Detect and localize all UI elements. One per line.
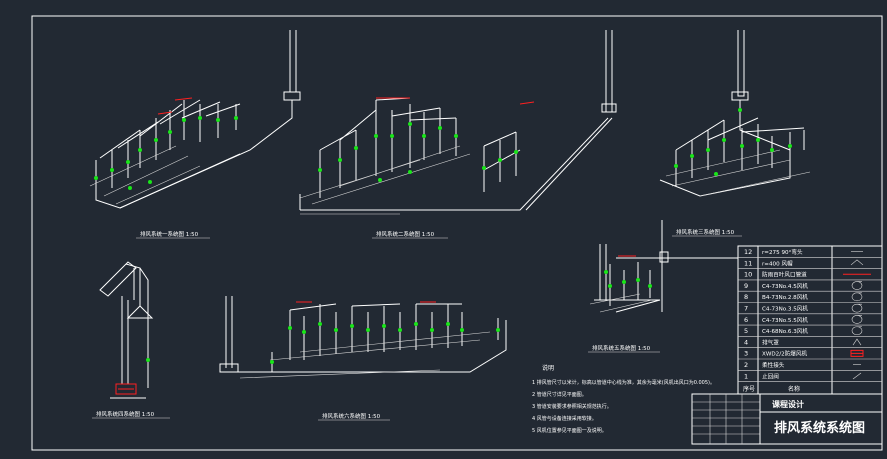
drawing-border [31, 15, 883, 451]
legend-row-name: XWD2/2防爆风机 [762, 350, 807, 358]
legend-row-name: C4-73No.5.5风机 [762, 316, 808, 324]
view-label: 排风系统一系统图 1:50 [140, 230, 199, 238]
legend-row-no: 12 [744, 248, 752, 256]
note-item: 2 管道尺寸详见平面图。 [532, 391, 587, 398]
legend-header-no: 序号 [743, 385, 755, 393]
legend-row-name: C4-73No.4.5风机 [762, 282, 808, 290]
view-label: 排风系统二系统图 1:50 [376, 230, 435, 238]
legend-row-no: 10 [744, 271, 752, 279]
legend-header-name: 名称 [788, 385, 800, 393]
legend-row-no: 8 [744, 293, 748, 301]
legend-symbol-icon [852, 372, 862, 380]
legend-symbol-icon [851, 281, 863, 290]
legend-row-no: 5 [744, 327, 748, 335]
legend-row-name: C4-73No.3.5风机 [762, 305, 808, 313]
view-label: 排风系统五系统图 1:50 [592, 344, 651, 352]
system-6-isometric [219, 296, 507, 379]
system-1-isometric [89, 30, 301, 209]
legend-row-no: 2 [744, 361, 748, 369]
design-label: 课程设计 [772, 399, 804, 409]
legend-row-name: 止回阀 [762, 372, 779, 380]
legend-row-name: 排气罩 [762, 338, 779, 346]
legend-row-name: r=400 风帽 [762, 259, 793, 267]
view-label: 排风系统四系统图 1:50 [96, 410, 155, 418]
note-item: 4 风管与设备连接采用软接。 [532, 415, 597, 422]
legend-row-no: 3 [744, 350, 748, 358]
legend-symbol-icon [851, 315, 863, 324]
view-label: 排风系统六系统图 1:50 [322, 412, 381, 420]
view-label: 排风系统三系统图 1:50 [676, 228, 735, 236]
legend-row-no: 6 [744, 316, 748, 324]
legend-row-name: B4-73No.2.8风机 [762, 293, 808, 301]
system-2-isometric [299, 30, 617, 215]
legend-row-name: C4-68No.6.3风机 [762, 327, 808, 335]
legend-symbol-icon [851, 303, 863, 313]
legend-symbol-icon [850, 349, 864, 357]
system-4-isometric [99, 261, 154, 399]
notes-block: 说明 1 排风管尺寸以米计，标高以管道中心线为准，其余为毫米(风机出风口为0.0… [532, 364, 715, 434]
note-item: 1 排风管尺寸以米计，标高以管道中心线为准，其余为毫米(风机出风口为0.005)… [532, 379, 715, 386]
note-item: 5 风机位置参见平面图一及说明。 [532, 427, 607, 434]
legend-symbol-icon [852, 338, 862, 346]
title-block: 课程设计 排风系统系统图 [691, 393, 883, 445]
legend-row-no: 11 [744, 259, 752, 267]
legend-row-name: r=275 90°弯头 [762, 248, 803, 256]
drawing-title: 排风系统系统图 [774, 420, 865, 436]
legend-symbol-icon [850, 259, 864, 266]
legend-symbol-icon [851, 326, 863, 335]
legend-row-no: 9 [744, 282, 748, 290]
legend-row-no: 1 [744, 372, 748, 380]
system-3-isometric [659, 30, 811, 197]
legend-row-no: 7 [744, 305, 748, 313]
legend-row-no: 4 [744, 338, 748, 346]
note-item: 3 管道安装要求参照相关规范执行。 [532, 403, 612, 410]
notes-title: 说明 [542, 364, 554, 372]
legend-symbol-icon [851, 292, 863, 302]
legend-row-name: 防雨百叶风口管道 [762, 271, 807, 279]
system-5-isometric [589, 220, 738, 313]
legend-row-name: 柔性接头 [762, 361, 785, 369]
